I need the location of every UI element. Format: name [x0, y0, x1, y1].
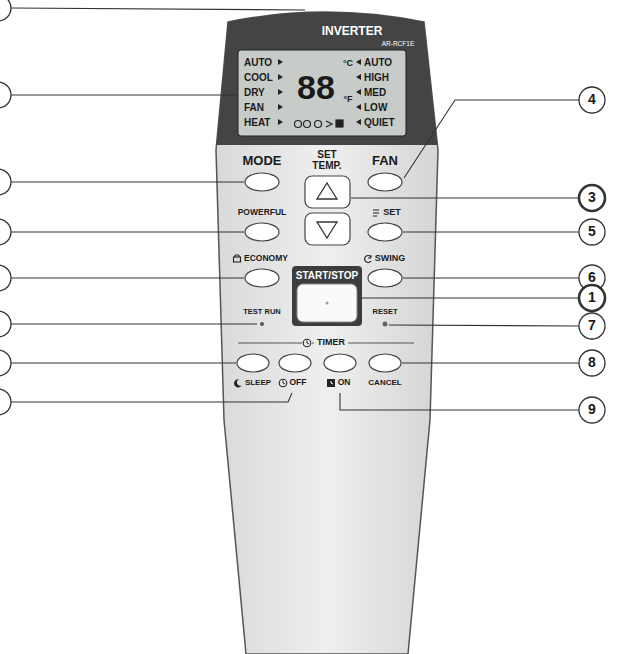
economy-button [245, 269, 279, 287]
button-label: ECONOMY [244, 254, 288, 263]
button-label: CANCEL [368, 379, 401, 388]
callout-number: 1 [588, 290, 596, 305]
on-button [324, 354, 356, 372]
button-label: SLEEP [245, 379, 271, 388]
callout-circles [0, 0, 605, 423]
lcd-fan: LOW [364, 102, 387, 113]
button-label: RESET [372, 308, 397, 316]
test-run-hole [260, 322, 264, 326]
sleep-icon [233, 378, 243, 388]
lcd-unit: °F [343, 95, 352, 105]
mode-button [245, 173, 279, 191]
button-label: FAN [372, 154, 398, 168]
reset-hole [383, 322, 388, 327]
cancel-button [369, 354, 401, 372]
sleep-button [237, 354, 269, 372]
off-button [279, 354, 311, 372]
powerful-button [245, 223, 279, 241]
brand-text: INVERTER [322, 25, 383, 38]
buttons [237, 173, 402, 372]
button-label: SET TEMP. [305, 149, 349, 171]
on-icon [326, 378, 336, 388]
button-label: SWING [375, 254, 406, 264]
lcd-fan: HIGH [364, 72, 389, 83]
swing-button [368, 269, 402, 287]
lcd-fan: QUIET [364, 117, 395, 128]
lcd-mode: HEAT [244, 117, 270, 128]
fan-button [368, 173, 402, 191]
lcd-mode: FAN [244, 102, 264, 113]
lcd-screen [238, 50, 406, 136]
top-panel [200, 0, 460, 145]
model-text: AR-RCF1E [382, 40, 415, 47]
timer-icon [302, 338, 312, 348]
button-label: SET [383, 208, 401, 218]
button-label: MODE [243, 154, 282, 168]
section-label: TIMER [314, 338, 348, 348]
callout-number: 9 [588, 402, 596, 417]
temp-down-button [305, 213, 350, 245]
callout-number: 8 [588, 355, 596, 370]
button-label: START/STOP [296, 270, 358, 281]
callout-number: 5 [588, 224, 596, 239]
button-label: OFF [290, 378, 307, 387]
callout-number: 6 [588, 270, 596, 285]
button-label: ON [338, 378, 351, 387]
temp-up-button [305, 176, 350, 208]
leader-lines [11, 8, 579, 410]
lcd-unit: °C [343, 59, 353, 69]
off-icon [278, 378, 288, 388]
lcd-markers [278, 59, 361, 125]
callout-number: 4 [588, 92, 596, 107]
start-stop-dot [326, 302, 329, 305]
set-icon [371, 208, 381, 218]
economy-icon [232, 254, 242, 264]
start-stop-frame [292, 266, 362, 326]
down-arrow [317, 222, 337, 238]
set-button [368, 223, 402, 241]
remote-body [216, 12, 438, 654]
up-arrow [317, 183, 337, 199]
button-label: POWERFUL [238, 208, 287, 217]
lcd-fan: MED [364, 87, 386, 98]
button-label: TEST RUN [243, 308, 281, 316]
lcd-mode: DRY [244, 87, 265, 98]
start-stop-button [297, 284, 357, 322]
callout-number: 7 [588, 318, 596, 333]
lcd-mode: COOL [244, 72, 273, 83]
lcd-fan: AUTO [364, 57, 392, 68]
lcd-mode: AUTO [244, 57, 272, 68]
lcd-icons [295, 120, 344, 128]
lcd-digits: 88 [297, 69, 335, 106]
swing-icon [363, 254, 373, 264]
callout-number: 3 [588, 190, 596, 205]
